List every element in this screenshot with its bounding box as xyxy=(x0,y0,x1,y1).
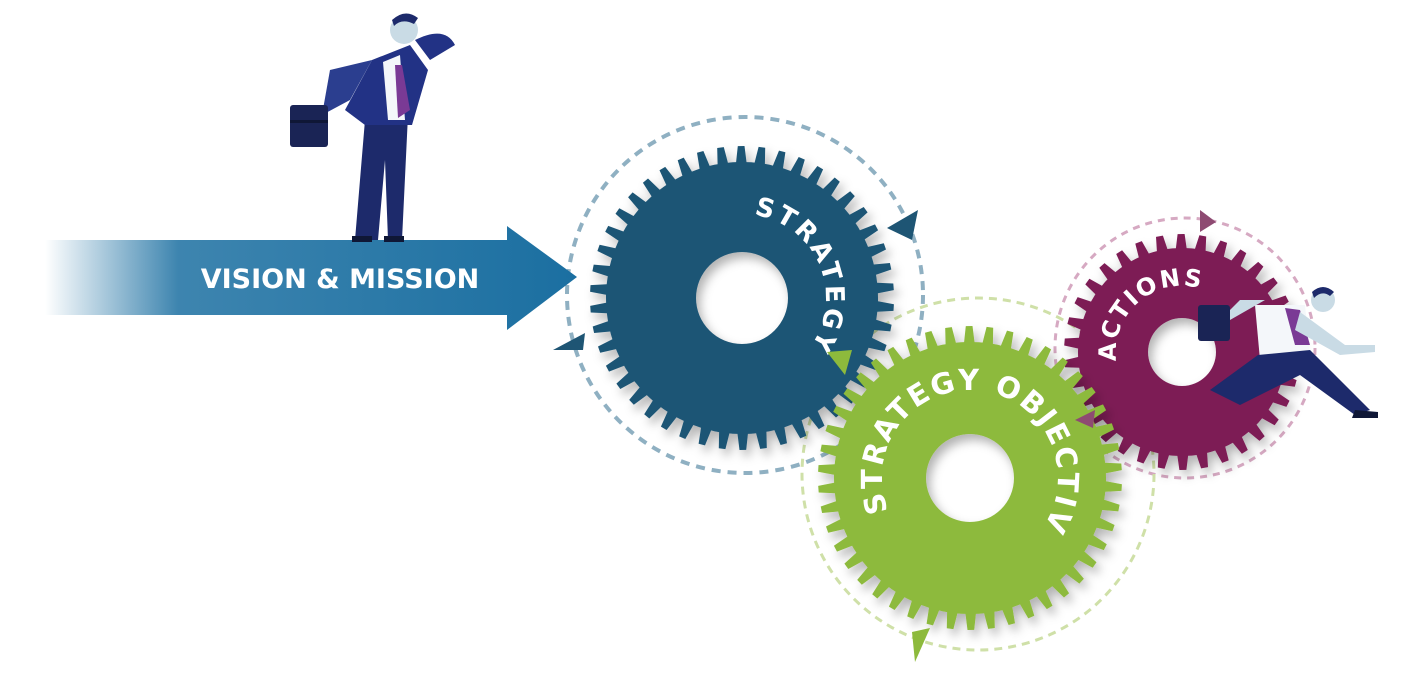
actions-gear xyxy=(1064,234,1300,470)
businessman-looking-icon xyxy=(290,13,455,242)
businessman-running-icon xyxy=(1198,287,1378,418)
objectives-orbit xyxy=(800,296,1156,652)
strategy-orbit xyxy=(565,115,925,475)
objectives-gear xyxy=(818,326,1122,630)
strategy-gear xyxy=(590,146,894,450)
objectives-orbit-arrowhead-icon xyxy=(827,350,852,375)
actions-orbit-arrowhead-icon xyxy=(1200,210,1216,232)
objectives-orbit-arrowhead-icon xyxy=(912,628,930,662)
strategy-orbit-arrowhead-icon xyxy=(553,333,585,350)
actions-orbit xyxy=(1053,216,1317,480)
vision-mission-arrow: VISION & MISSION xyxy=(45,226,577,330)
actions-orbit-arrowhead-icon xyxy=(1075,410,1095,428)
vision-mission-label: VISION & MISSION xyxy=(201,264,480,295)
strategy-orbit-arrowhead-icon xyxy=(887,210,918,240)
